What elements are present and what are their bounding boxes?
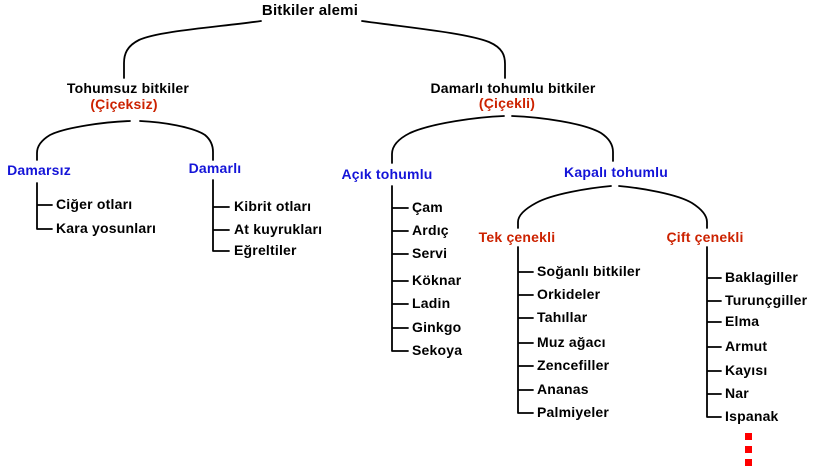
node-cift-cenekli: Çift çenekli	[666, 229, 744, 245]
node-damarli: Damarlı	[188, 160, 242, 176]
continuation-dot	[745, 433, 752, 440]
leaf-item: Çam	[412, 199, 443, 215]
leaf-item: Kibrit otları	[234, 198, 312, 214]
leaf-item: Ananas	[537, 381, 589, 397]
connector-root-to-tohumsuz	[123, 20, 262, 79]
node-damarli-tohumlu-bitkiler: Damarlı tohumlu bitkiler	[430, 80, 596, 96]
continuation-dot	[745, 459, 752, 466]
leaf-item: Kara yosunları	[56, 220, 157, 236]
connector-kapali-to-cift-cenekli	[618, 185, 708, 229]
list-lines-damarli	[212, 179, 230, 252]
leaf-item: Servi	[412, 245, 448, 261]
connector-tohumsuz-to-damarsiz	[36, 120, 131, 161]
connector-cicekli-to-kapali-tohumlu	[511, 115, 614, 162]
connector-tohumsuz-to-damarli	[139, 120, 214, 161]
node-tohumsuz-bitkiler: Tohumsuz bitkiler	[66, 80, 190, 96]
node-damarli-tohumlu-sublabel-cicekli: (Çiçekli)	[478, 95, 536, 111]
leaf-item: Soğanlı bitkiler	[537, 263, 641, 279]
node-kapali-tohumlu: Kapalı tohumlu	[564, 164, 668, 180]
leaf-item: Ispanak	[725, 408, 779, 424]
leaf-item: At kuyrukları	[234, 221, 323, 237]
leaf-item: Armut	[725, 338, 768, 354]
leaf-item: Ardıç	[412, 222, 449, 238]
leaf-item: Elma	[725, 313, 760, 329]
leaf-item: Sekoya	[412, 342, 463, 358]
list-lines-acik-tohumlu	[391, 185, 409, 352]
node-tek-cenekli: Tek çenekli	[478, 229, 556, 245]
list-lines-cift-cenekli	[706, 246, 722, 418]
node-acik-tohumlu: Açık tohumlu	[341, 166, 433, 182]
leaf-item: Palmiyeler	[537, 404, 610, 420]
leaf-item: Ladin	[412, 295, 451, 311]
leaf-item: Eğreltiler	[234, 242, 297, 258]
leaf-item: Orkideler	[537, 286, 601, 302]
leaf-item: Kayısı	[725, 362, 768, 378]
leaf-item: Muz ağacı	[537, 334, 606, 350]
connector-kapali-to-tek-cenekli	[517, 185, 612, 229]
leaf-item: Köknar	[412, 272, 462, 288]
node-tohumsuz-sublabel-ciceksiz: (Çiçeksiz)	[90, 96, 158, 112]
leaf-item: Ginkgo	[412, 319, 462, 335]
leaf-item: Nar	[725, 385, 749, 401]
list-lines-damarsiz	[36, 182, 53, 230]
list-lines-tek-cenekli	[517, 246, 534, 414]
node-damarsiz: Damarsız	[7, 162, 71, 178]
leaf-item: Turunçgiller	[725, 292, 808, 308]
leaf-item: Baklagiller	[725, 269, 799, 285]
connector-cicekli-to-acik-tohumlu	[391, 115, 505, 164]
node-bitkiler-alemi: Bitkiler alemi	[261, 2, 359, 19]
continuation-ellipsis-dots	[745, 433, 752, 466]
leaf-item: Zencefiller	[537, 357, 610, 373]
connector-root-to-damarli-tohumlu	[361, 20, 506, 79]
leaf-item: Ciğer otları	[56, 196, 133, 212]
leaf-item: Tahıllar	[537, 309, 588, 325]
continuation-dot	[745, 446, 752, 453]
